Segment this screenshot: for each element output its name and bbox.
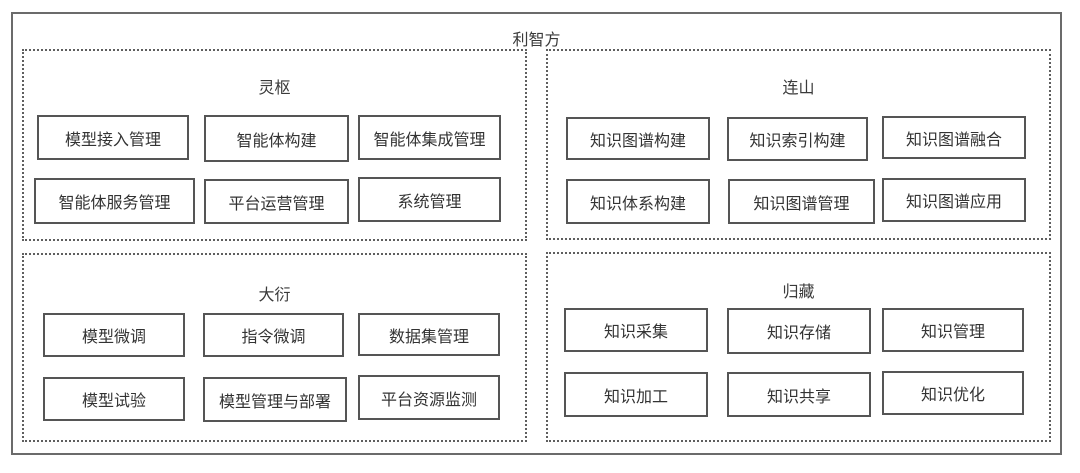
module-box: 平台资源监测: [358, 375, 500, 420]
module-box: 模型管理与部署: [203, 377, 347, 422]
panel-dayan: 大衍: [22, 253, 527, 442]
module-box: 知识优化: [882, 371, 1024, 415]
module-box: 智能体服务管理: [34, 178, 195, 224]
panel-guicang: 归藏: [546, 252, 1051, 442]
module-box: 知识存储: [727, 308, 871, 354]
module-box: 知识管理: [882, 308, 1024, 352]
module-box: 知识共享: [727, 372, 871, 417]
module-box: 知识图谱管理: [728, 179, 875, 224]
module-box: 知识索引构建: [727, 117, 868, 161]
module-box: 智能体构建: [204, 115, 349, 162]
module-box: 智能体集成管理: [358, 115, 501, 160]
module-box: 知识图谱构建: [566, 117, 710, 160]
module-box: 平台运营管理: [204, 179, 349, 224]
panel-lingshu: 灵枢: [22, 49, 527, 241]
panel-lianshan: 连山: [546, 49, 1051, 240]
panel-title: 大衍: [258, 285, 291, 304]
module-box: 知识体系构建: [566, 179, 710, 224]
panel-title: 连山: [782, 78, 815, 97]
module-box: 知识采集: [564, 308, 708, 352]
module-box: 指令微调: [203, 313, 344, 357]
module-box: 模型微调: [43, 313, 185, 357]
panel-title: 灵枢: [258, 78, 291, 97]
module-box: 知识加工: [564, 372, 708, 417]
module-box: 数据集管理: [358, 313, 500, 356]
module-box: 知识图谱融合: [882, 116, 1026, 159]
module-box: 模型试验: [43, 377, 185, 421]
platform-title: 利智方: [512, 30, 561, 49]
module-box: 模型接入管理: [37, 115, 189, 160]
panel-title: 归藏: [782, 282, 815, 301]
module-box: 知识图谱应用: [882, 178, 1026, 222]
module-box: 系统管理: [358, 177, 501, 222]
